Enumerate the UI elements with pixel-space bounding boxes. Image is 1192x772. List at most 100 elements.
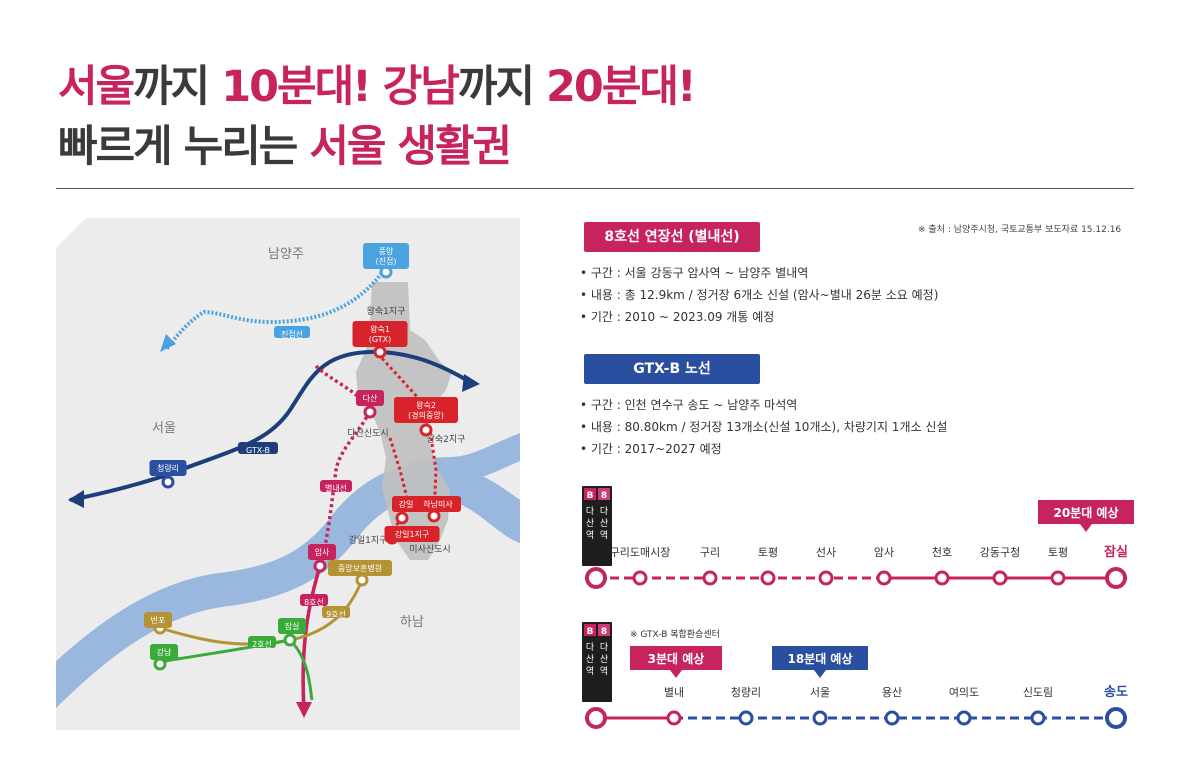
station-label-bg — [150, 644, 178, 660]
station-label-text: 강남 — [157, 647, 172, 657]
station-label-text-line: (경의중앙) — [408, 410, 444, 420]
line-8 — [301, 565, 322, 711]
route-line8-stop — [876, 570, 892, 586]
station-sign-line8-mark: B — [587, 491, 594, 501]
route-line8-badge: 20분대 예상 — [1038, 500, 1134, 532]
route-gtx-badge-18min-bg — [772, 646, 868, 670]
station-label-text: 풍양(진접) — [376, 247, 397, 266]
district-wangsuk1-line: 왕숙1지구 — [367, 306, 406, 317]
region-hanam: 하남 — [400, 615, 424, 630]
route-line8-stop — [1105, 567, 1127, 589]
station-label-bg — [363, 243, 409, 269]
label-line2-text: 2호선 — [252, 640, 272, 649]
route-line8-stop-label: 강동구청 — [980, 546, 1020, 559]
station-label-text: 중앙보훈병원 — [338, 563, 382, 573]
station-sign-gtx-char: 역 — [586, 666, 594, 677]
route-gtx-stop — [738, 710, 754, 726]
station-label-bg — [392, 496, 420, 512]
station-label-bg — [149, 460, 187, 476]
route-gtx-note: ※ GTX-B 복합환승센터 — [630, 628, 720, 640]
station-sign-line8-char-line: 산 — [586, 518, 594, 529]
river-main — [56, 463, 520, 713]
station-sign-line8-char: 다 — [600, 506, 609, 517]
route-line8-stop-label: 구리도매시장 — [610, 546, 671, 559]
station-label-text: 왕숙1(GTX) — [369, 325, 392, 344]
label-gtx-b-line: GTX-B — [238, 442, 278, 455]
route-line8-stop-label: 토평 — [758, 546, 778, 559]
label-gtx-b-line-bg — [238, 442, 278, 454]
route-gtx-badge-18min: 18분대 예상 — [772, 646, 868, 678]
station-marker — [313, 559, 327, 573]
line8-info-content: • 내용 : 총 12.9km / 정거장 6개소 신설 (암사~별내 26분 … — [580, 288, 939, 302]
route-gtx-stop-label-line: 서울 — [810, 686, 830, 699]
station-label-text: 하남미사 — [423, 499, 453, 509]
label-byeollae-line-bg — [320, 480, 352, 492]
station-label-text: 왕숙2(경의중앙) — [408, 401, 444, 420]
station-sign-gtx-char-line: 다 — [586, 642, 595, 653]
station-sign-gtx-body — [582, 622, 612, 702]
station-marker — [161, 475, 175, 489]
station-label: 하남미사 — [415, 496, 461, 512]
station-marker — [153, 657, 167, 671]
route-gtx-stop — [884, 710, 900, 726]
station-label-text: 잠실 — [285, 621, 300, 631]
route-gtx-stop-label: 청량리 — [731, 686, 761, 699]
station-label: 청량리 — [149, 460, 187, 476]
headline-segment: 20분대! — [545, 62, 697, 112]
label-gtx-b-line-text: GTX-B — [246, 446, 270, 455]
station-sign-gtx-char-line: 산 — [586, 654, 594, 665]
station-marker — [363, 405, 377, 419]
route-line8-stop — [818, 570, 834, 586]
station-sign-line8-mark2-bg — [598, 488, 610, 500]
district-gangil1: 강일1지구 — [349, 535, 388, 546]
line-gtx-b — [69, 349, 472, 502]
route-line8-stop-label: 토평 — [1048, 546, 1068, 559]
label-line8: 8호선 — [300, 594, 328, 607]
line-jinjeop-arrow — [160, 334, 176, 352]
route-gtx-stop-label: 신도림 — [1023, 686, 1053, 699]
station-label-bg — [144, 612, 172, 628]
route-line8-stop-label: 암사 — [874, 546, 894, 559]
route-gtx-stop-label-line: 여의도 — [949, 686, 979, 699]
route-gtx-stop — [1105, 707, 1127, 729]
station-label-text: 강일1지구 — [395, 529, 430, 539]
station-sign-gtx-char: 산 — [586, 654, 594, 665]
region-namyangju-line: 남양주 — [268, 247, 304, 262]
route-line8-stop — [632, 570, 648, 586]
station-label-text: 반포 — [151, 616, 166, 625]
station-label-text-line: 강일 — [399, 499, 414, 509]
line-jinjeop — [164, 268, 386, 352]
label-line9-text: 9호선 — [326, 610, 346, 619]
label-line9-bg — [322, 606, 350, 618]
line-8-arrow — [296, 702, 312, 718]
station-sign-gtx-char: 역 — [600, 666, 608, 677]
station-label-text-line: 강남 — [157, 647, 172, 657]
station-sign-line8-char-line: 역 — [600, 530, 608, 541]
source-note: ※ 출처 : 남양주시청, 국토교통부 보도자료 15.12.16 — [918, 225, 1122, 235]
station-marker — [283, 633, 297, 647]
label-byeollae-line-text: 별내선 — [325, 483, 347, 493]
district-misa: 미사신도시 — [409, 544, 450, 555]
route-line8-stop-label-line: 구리 — [700, 546, 720, 559]
station-sign-gtx-mark: B — [587, 627, 594, 637]
label-byeollae-line: 별내선 — [320, 480, 352, 493]
route-line8-badge-pointer — [1080, 524, 1092, 532]
station-label: 강남 — [150, 644, 178, 660]
route-gtx-stop-label: 서울 — [810, 686, 830, 699]
station-sign-line8-mark-bg — [584, 488, 596, 500]
station-label-text: 암사 — [315, 547, 330, 557]
route-gtx-stop-label-line: 송도 — [1104, 685, 1128, 700]
station-label-text-line: 암사 — [315, 547, 330, 557]
station-sign-gtx-mark-line: B — [587, 627, 594, 637]
gtx-info-period: • 기간 : 2017~2027 예정 — [580, 442, 722, 456]
station-label-text: 다산 — [363, 393, 378, 403]
route-line8-stop-label: 잠실 — [1104, 544, 1128, 560]
station-label-text-line: 중앙보훈병원 — [338, 563, 382, 573]
station-label-bg — [278, 618, 306, 634]
district-wangsuk1: 왕숙1지구 — [367, 306, 406, 317]
route-gtx-badge-3min-text: 3분대 예상 — [648, 651, 705, 666]
label-line8-bg — [300, 594, 328, 606]
